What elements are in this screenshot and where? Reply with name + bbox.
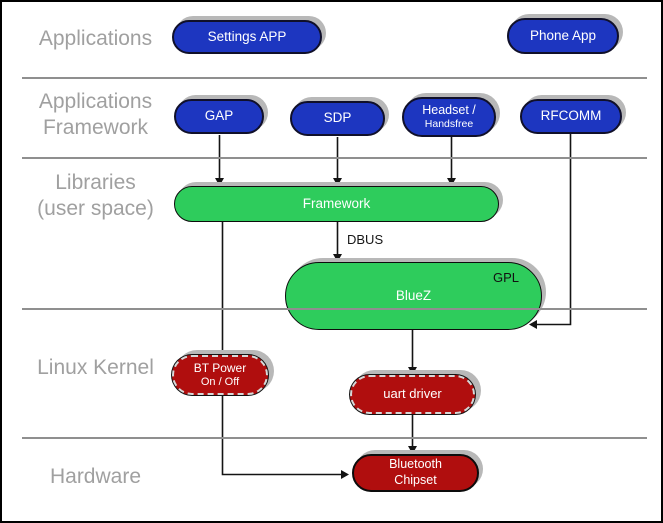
gpl-license-tag: GPL (492, 270, 519, 285)
layer-divider-2 (22, 157, 647, 159)
node-gap-label: GAP (204, 108, 234, 124)
node-headset-handsfree: Headset / Handsfree (402, 97, 496, 137)
node-phone-app: Phone App (507, 18, 619, 54)
node-headset-line1: Headset / (422, 102, 476, 117)
layer-label-hardware: Hardware (49, 465, 142, 488)
node-gap: GAP (174, 99, 264, 134)
layer-divider-4 (22, 437, 647, 439)
node-settings-app: Settings APP (172, 20, 322, 54)
node-chipset-line1: Bluetooth (389, 457, 442, 472)
layer-divider-1 (22, 77, 647, 79)
node-bt-power: BT Power On / Off (172, 355, 268, 395)
node-uart-driver-label: uart driver (383, 386, 442, 402)
node-chipset-line2: Chipset (394, 473, 437, 487)
node-rfcomm-label: RFCOMM (540, 108, 602, 124)
node-bluez: BlueZ GPL (285, 262, 542, 330)
node-bluetooth-chipset: Bluetooth Chipset (352, 454, 479, 492)
layer-label-libraries-user-space: Libraries (user space) (37, 171, 154, 220)
node-framework: Framework (174, 186, 499, 222)
node-settings-app-label: Settings APP (207, 28, 287, 44)
node-headset-line2: Handsfree (424, 118, 474, 131)
node-bluez-label: BlueZ (395, 287, 432, 303)
node-bt-power-line2: On / Off (200, 375, 240, 388)
layer-divider-3 (22, 308, 647, 310)
layer-label-applications-framework: Applications Framework (38, 90, 153, 139)
dbus-edge-label: DBUS (347, 232, 384, 247)
layer-label-linux-kernel: Linux Kernel (37, 356, 154, 379)
layer-label-applications: Applications (38, 27, 153, 50)
node-phone-app-label: Phone App (529, 27, 597, 43)
node-bt-power-line1: BT Power (193, 360, 247, 375)
node-uart-driver: uart driver (350, 375, 475, 414)
node-rfcomm: RFCOMM (520, 99, 622, 134)
node-sdp-label: SDP (323, 110, 352, 126)
node-sdp: SDP (290, 101, 385, 136)
node-framework-label: Framework (302, 195, 371, 211)
